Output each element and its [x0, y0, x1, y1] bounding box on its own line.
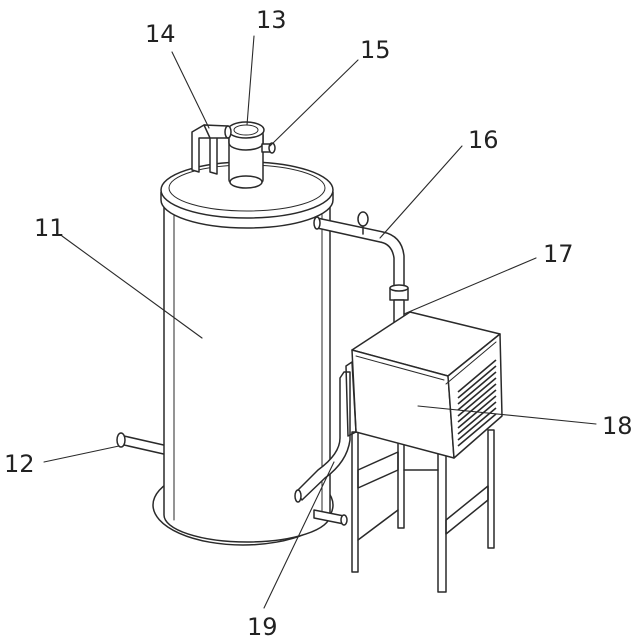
leader-13 — [246, 35, 255, 126]
label-12: 12 — [4, 450, 35, 478]
label-15: 15 — [360, 36, 391, 64]
label-19: 19 — [247, 613, 278, 641]
label-13: 13 — [256, 6, 287, 34]
bottom-pipe — [116, 432, 169, 456]
side-nozzle — [261, 142, 276, 154]
leader-lines — [43, 35, 597, 609]
reference-numerals: 11 12 13 14 15 16 17 18 19 — [4, 6, 633, 641]
return-pipe — [294, 371, 351, 526]
leader-18 — [417, 405, 597, 425]
leader-11 — [61, 235, 203, 339]
tank-body — [160, 161, 334, 543]
leader-16 — [379, 145, 463, 239]
leader-15 — [269, 59, 359, 147]
label-18: 18 — [602, 412, 633, 440]
label-14: 14 — [145, 20, 176, 48]
vent-pipe — [191, 124, 232, 175]
top-center-pipe — [227, 121, 265, 189]
stand-frame — [351, 429, 495, 593]
leader-14 — [171, 51, 210, 129]
leader-17 — [403, 257, 537, 315]
cooling-box — [345, 311, 503, 459]
label-16: 16 — [468, 126, 499, 154]
leader-19 — [263, 461, 335, 609]
leader-12 — [43, 445, 120, 463]
label-11: 11 — [34, 214, 65, 242]
label-17: 17 — [543, 240, 574, 268]
